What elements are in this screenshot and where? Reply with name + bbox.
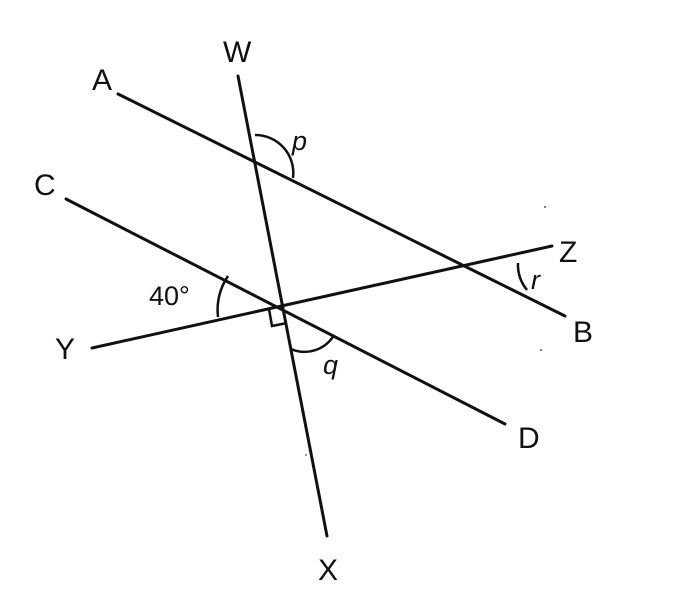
label-y: Y <box>55 333 75 366</box>
label-z: Z <box>559 236 577 269</box>
label-d: D <box>518 422 540 455</box>
angle-r-arc <box>516 262 528 291</box>
angle-40-arc <box>216 275 230 318</box>
angle-r-label: r <box>531 265 541 295</box>
label-w: W <box>223 36 252 69</box>
line-ab <box>116 92 567 318</box>
angle-40-label: 40° <box>149 281 190 311</box>
scan-speck <box>540 349 542 351</box>
angle-p-label: p <box>291 126 307 156</box>
label-x: X <box>318 554 338 587</box>
line-cd <box>64 197 507 426</box>
label-b: B <box>573 316 593 349</box>
label-a: A <box>92 64 112 97</box>
angle-q-arc <box>290 334 336 354</box>
label-c: C <box>34 169 56 202</box>
scan-speck <box>305 454 307 456</box>
angle-q-label: q <box>323 350 338 380</box>
angle-p-arc <box>254 133 295 179</box>
line-yz <box>90 244 554 350</box>
right-angle-marker <box>267 308 288 328</box>
scan-speck <box>544 206 546 208</box>
